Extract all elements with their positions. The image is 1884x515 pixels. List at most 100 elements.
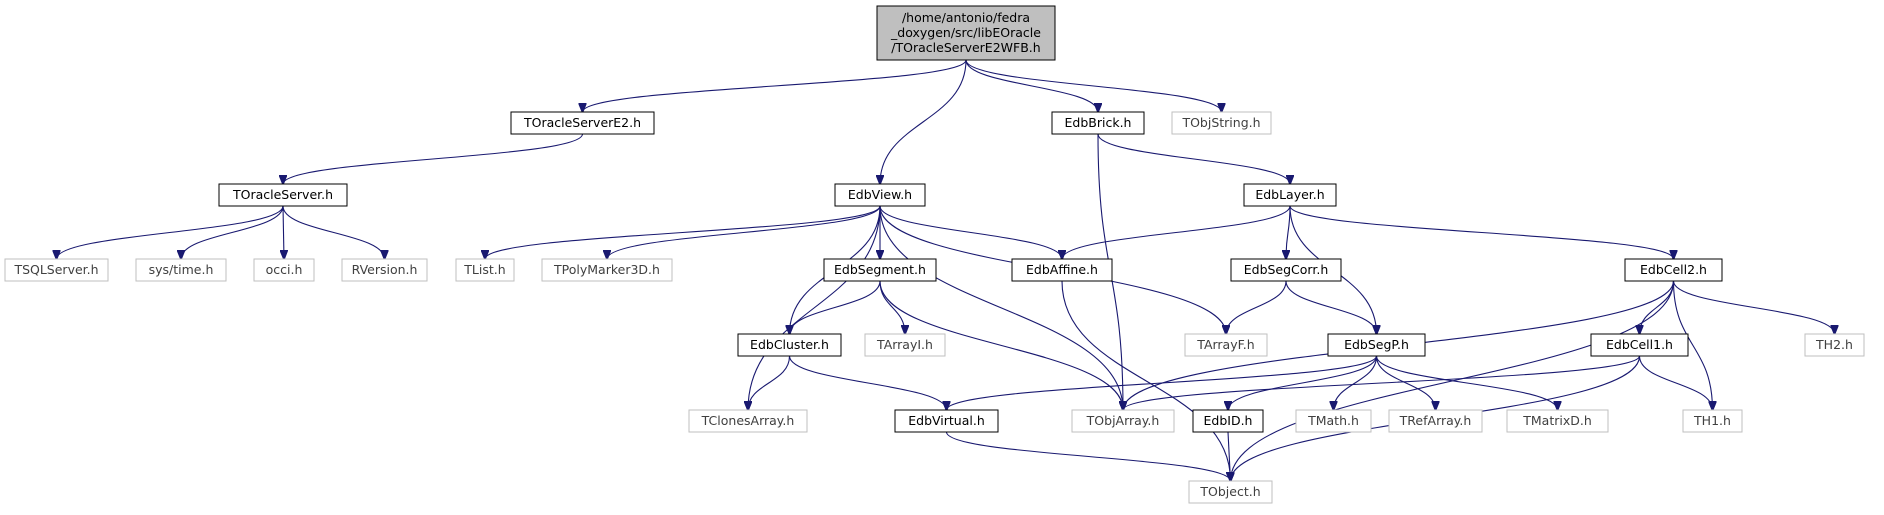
edge-edbbrick-to-edblayer (1097, 133, 1290, 184)
node-tmath: TMath.h (1295, 409, 1372, 433)
edge-root-to-tobjstring (965, 59, 1222, 112)
node-edbcell2-box (1624, 258, 1723, 282)
node-edbview-label-line-0: EdbView.h (848, 187, 912, 202)
edge-edblayer-to-edbsegcorr (1286, 205, 1291, 259)
node-tobjstring-label-line-0: TObjString.h (1181, 115, 1260, 130)
edge-edbcell2-to-th1 (1672, 280, 1713, 410)
node-toracleserver[interactable]: TOracleServer.h (218, 183, 348, 207)
edge-edblayer-to-edbaffine (1062, 205, 1291, 259)
node-tobjstring-box (1171, 111, 1272, 135)
node-rversion-box (341, 258, 428, 282)
node-tarrayi-label-line-0: TArrayI.h (876, 337, 933, 352)
node-root-label-line-2: /TOracleServerE2WFB.h (891, 40, 1040, 55)
node-tmath-label-line-0: TMath.h (1307, 413, 1359, 428)
node-th1: TH1.h (1682, 409, 1743, 433)
node-edbsegp-label-line-0: EdbSegP.h (1344, 337, 1409, 352)
edge-toracleserver-to-occi (283, 205, 284, 259)
edge-toracleservere2-to-toracleserver (283, 133, 584, 184)
edge-toracleserver-to-systime (181, 205, 284, 259)
node-edbcell1-box (1590, 333, 1689, 357)
node-edblayer-box (1243, 183, 1337, 207)
node-edblayer[interactable]: EdbLayer.h (1243, 183, 1337, 207)
edge-root-to-edbbrick (965, 59, 1098, 112)
edge-edbsegp-to-trefarray (1375, 355, 1436, 410)
edge-edbview-to-edbaffine (879, 205, 1062, 259)
node-systime: sys/time.h (135, 258, 227, 282)
node-edbbrick-label-line-0: EdbBrick.h (1065, 115, 1132, 130)
node-toracleservere2-box (510, 111, 655, 135)
edge-edbcell1-to-th1 (1638, 355, 1713, 410)
node-edbsegcorr[interactable]: EdbSegCorr.h (1230, 258, 1342, 282)
node-trefarray-box (1388, 409, 1483, 433)
node-th1-label-line-0: TH1.h (1693, 413, 1731, 428)
node-th2-box (1804, 333, 1865, 357)
node-toracleserver-box (218, 183, 348, 207)
node-edbsegment[interactable]: EdbSegment.h (823, 258, 937, 282)
node-tmatrixd: TMatrixD.h (1506, 409, 1609, 433)
node-tobjstring: TObjString.h (1171, 111, 1272, 135)
node-edbcluster[interactable]: EdbCluster.h (737, 333, 842, 357)
node-th1-box (1682, 409, 1743, 433)
edge-edbview-to-tobjarray (879, 205, 1123, 410)
edge-edbview-to-tlist (485, 205, 881, 259)
edge-edblayer-to-edbcell2 (1289, 205, 1674, 259)
node-edbcell1[interactable]: EdbCell1.h (1590, 333, 1689, 357)
node-edbcell1-label-line-0: EdbCell1.h (1606, 337, 1673, 352)
node-edbid[interactable]: EdbID.h (1192, 409, 1264, 433)
node-edbid-label-line-0: EdbID.h (1204, 413, 1253, 428)
node-systime-box (135, 258, 227, 282)
node-edbview[interactable]: EdbView.h (834, 183, 926, 207)
node-edbsegment-label-line-0: EdbSegment.h (834, 262, 926, 277)
node-edbcell2-label-line-0: EdbCell2.h (1640, 262, 1707, 277)
edge-edbcell1-to-tobjarray (1123, 355, 1641, 410)
node-trefarray-label-line-0: TRefArray.h (1399, 413, 1472, 428)
node-tobjarray-box (1071, 409, 1175, 433)
node-edbsegp[interactable]: EdbSegP.h (1327, 333, 1426, 357)
node-root: /home/antonio/fedra_doxygen/src/libEOrac… (876, 5, 1056, 61)
node-root-label-line-1: _doxygen/src/libEOracle (890, 25, 1041, 40)
node-edblayer-label-line-0: EdbLayer.h (1255, 187, 1324, 202)
node-tmatrixd-box (1506, 409, 1609, 433)
node-tpolymarker3d-box (541, 258, 673, 282)
node-root-label-line-0: /home/antonio/fedra (902, 10, 1030, 25)
node-edbsegcorr-label-line-0: EdbSegCorr.h (1244, 262, 1329, 277)
edge-edbvirtual-to-tobject (945, 431, 1231, 481)
node-edbvirtual[interactable]: EdbVirtual.h (894, 409, 999, 433)
node-root-box (876, 5, 1056, 61)
node-edbsegment-box (823, 258, 937, 282)
node-tobjarray-label-line-0: TObjArray.h (1086, 413, 1160, 428)
node-toracleservere2-label-line-0: TOracleServerE2.h (523, 115, 641, 130)
node-edbsegcorr-box (1230, 258, 1342, 282)
node-tlist-label-line-0: TList.h (463, 262, 505, 277)
node-trefarray: TRefArray.h (1388, 409, 1483, 433)
node-tclonesarray: TClonesArray.h (688, 409, 808, 433)
node-tlist-box (455, 258, 515, 282)
edge-edbid-to-tobject (1228, 431, 1231, 481)
edge-edbview-to-tpolymarker3d (607, 205, 881, 259)
node-edbview-box (834, 183, 926, 207)
node-tobjarray: TObjArray.h (1071, 409, 1175, 433)
node-toracleserver-label-line-0: TOracleServer.h (232, 187, 333, 202)
edge-edbaffine-to-tobject (1061, 280, 1231, 481)
node-rversion-label-line-0: RVersion.h (352, 262, 418, 277)
node-tarrayf: TArrayF.h (1184, 333, 1268, 357)
edge-toracleserver-to-tsqlserver (57, 205, 284, 259)
node-tlist: TList.h (455, 258, 515, 282)
node-tarrayi: TArrayI.h (864, 333, 946, 357)
node-toracleservere2[interactable]: TOracleServerE2.h (510, 111, 655, 135)
node-occi-label-line-0: occi.h (266, 262, 303, 277)
node-tsqlserver-box (4, 258, 109, 282)
node-edbcell2[interactable]: EdbCell2.h (1624, 258, 1723, 282)
edge-edbcell2-to-tobject (1231, 280, 1675, 481)
edge-edbsegp-to-tmath (1334, 355, 1378, 410)
node-edbbrick[interactable]: EdbBrick.h (1051, 111, 1145, 135)
node-layer: /home/antonio/fedra_doxygen/src/libEOrac… (4, 5, 1865, 504)
edge-edbsegment-to-tobjarray (879, 280, 1123, 410)
node-systime-label-line-0: sys/time.h (149, 262, 214, 277)
node-tmath-box (1295, 409, 1372, 433)
node-edbaffine[interactable]: EdbAffine.h (1011, 258, 1113, 282)
node-tobject-label-line-0: TObject.h (1199, 484, 1260, 499)
edge-edbsegp-to-tmatrixd (1375, 355, 1558, 410)
edge-toracleserver-to-rversion (282, 205, 385, 259)
